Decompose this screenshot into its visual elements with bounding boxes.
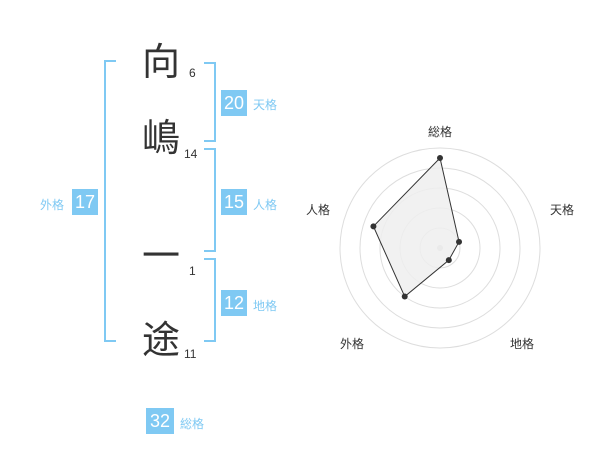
- radar-chart: [339, 147, 541, 349]
- radar-axis-label-jinkaku: 人格: [306, 203, 331, 217]
- chikaku-bracket: [204, 258, 216, 342]
- radar-point-5: [370, 223, 377, 230]
- radar-axis-label-gaikaku: 外格: [340, 337, 365, 351]
- gaikaku-bracket: [104, 60, 116, 342]
- stroke-count-3: 1: [189, 264, 196, 278]
- stroke-count-2: 14: [184, 147, 198, 161]
- name-char-4: 途: [142, 318, 181, 362]
- gaikaku-label: 外格: [40, 198, 65, 212]
- name-char-3: 一: [142, 234, 181, 278]
- stroke-count-1: 6: [189, 66, 196, 80]
- name-char-1: 向: [142, 40, 181, 84]
- radar-point-2: [456, 238, 463, 245]
- stroke-count-4: 11: [184, 347, 197, 361]
- tenkaku-label: 天格: [253, 98, 278, 112]
- jinkaku-label: 人格: [253, 198, 278, 212]
- radar-grid-ring: [339, 147, 541, 349]
- tenkaku-value-badge: 20: [221, 90, 247, 116]
- soukaku-value-badge: 32: [146, 408, 174, 434]
- radar-axis-label-tenkaku: 天格: [550, 203, 575, 217]
- radar-point-4: [401, 293, 408, 300]
- chikaku-value-badge: 12: [221, 290, 247, 316]
- soukaku-label: 総格: [180, 417, 205, 431]
- radar-axis-label-soukaku: 総格: [428, 125, 453, 139]
- jinkaku-value-badge: 15: [221, 189, 247, 215]
- jinkaku-bracket: [204, 148, 216, 252]
- radar-point-1: [437, 155, 443, 161]
- radar-axis-label-chikaku: 地格: [510, 337, 535, 351]
- tenkaku-bracket: [204, 62, 216, 142]
- radar-point-3: [445, 257, 452, 264]
- chikaku-label: 地格: [253, 299, 278, 313]
- gaikaku-value-badge: 17: [72, 189, 98, 215]
- name-char-2: 嶋: [142, 116, 181, 160]
- radar-series-polygon: [372, 156, 460, 298]
